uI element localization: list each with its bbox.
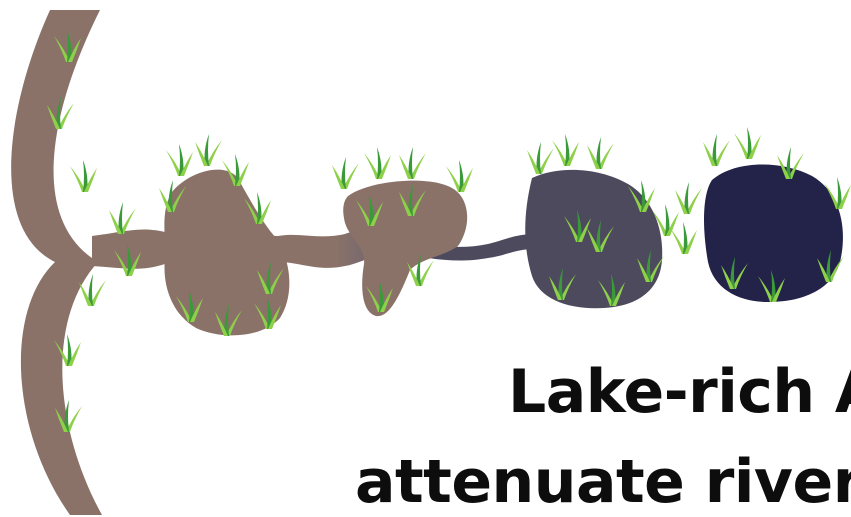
grass-tuft-icon xyxy=(587,137,614,169)
grass-tuft-icon xyxy=(332,157,359,189)
grass-tuft-icon xyxy=(675,182,702,214)
caption-line-2: attenuate river xyxy=(355,452,851,512)
main-river xyxy=(11,10,102,515)
grass-tuft-icon xyxy=(670,222,697,254)
grass-tuft-icon xyxy=(166,144,193,176)
caption-line-1: Lake-rich A xyxy=(508,362,851,422)
grass-tuft-icon xyxy=(552,134,579,166)
grass-tuft-icon xyxy=(734,127,761,159)
grass-tuft-icon xyxy=(109,202,136,234)
grass-tuft-icon xyxy=(364,147,391,179)
tributary-channel xyxy=(92,229,535,268)
grass-tuft-icon xyxy=(703,134,730,166)
grass-tuft-icon xyxy=(195,134,222,166)
grass-tuft-icon xyxy=(527,142,554,174)
lake-2 xyxy=(343,181,467,317)
grass-tuft-icon xyxy=(399,147,426,179)
grass-tuft-icon xyxy=(70,160,97,192)
